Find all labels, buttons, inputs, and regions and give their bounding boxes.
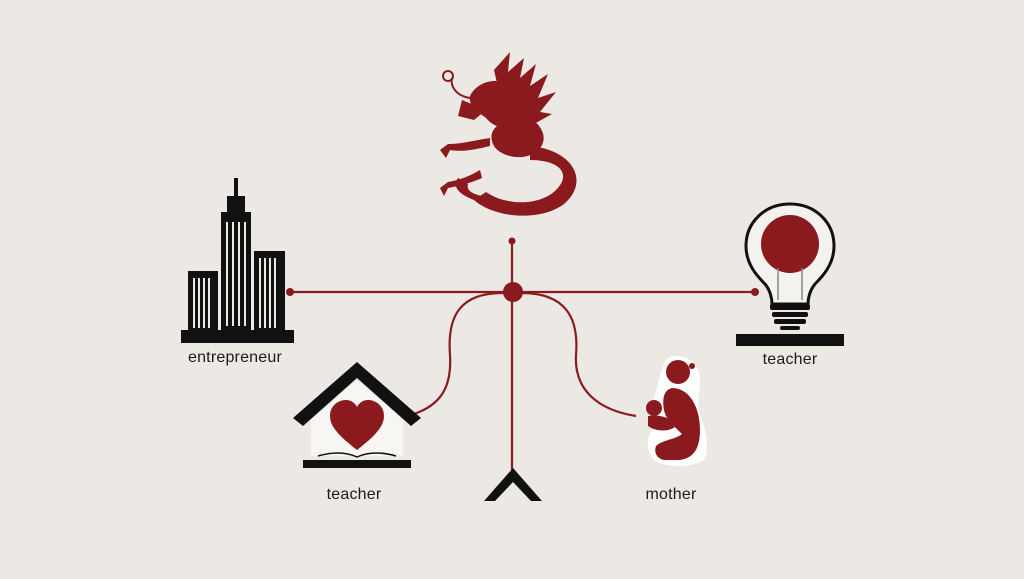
curve-to-mother (518, 291, 637, 418)
connector-lines (290, 240, 756, 478)
label-teacher-left: teacher (326, 486, 382, 503)
hub-node (503, 282, 523, 302)
label-teacher-right: teacher (762, 351, 818, 368)
house-heart-book-icon (293, 362, 421, 468)
label-mother: mother (645, 486, 697, 503)
lightbulb-icon (736, 202, 844, 346)
top-node (508, 237, 516, 245)
fulcrum-icon (484, 468, 542, 501)
label-entrepreneur: entrepreneur (187, 349, 283, 366)
mother-child-icon (646, 356, 707, 466)
dragon-icon (440, 52, 577, 216)
right-end-node (751, 288, 759, 296)
skyscraper-icon (181, 178, 294, 343)
curve-to-house (413, 291, 506, 416)
left-end-node (286, 288, 294, 296)
